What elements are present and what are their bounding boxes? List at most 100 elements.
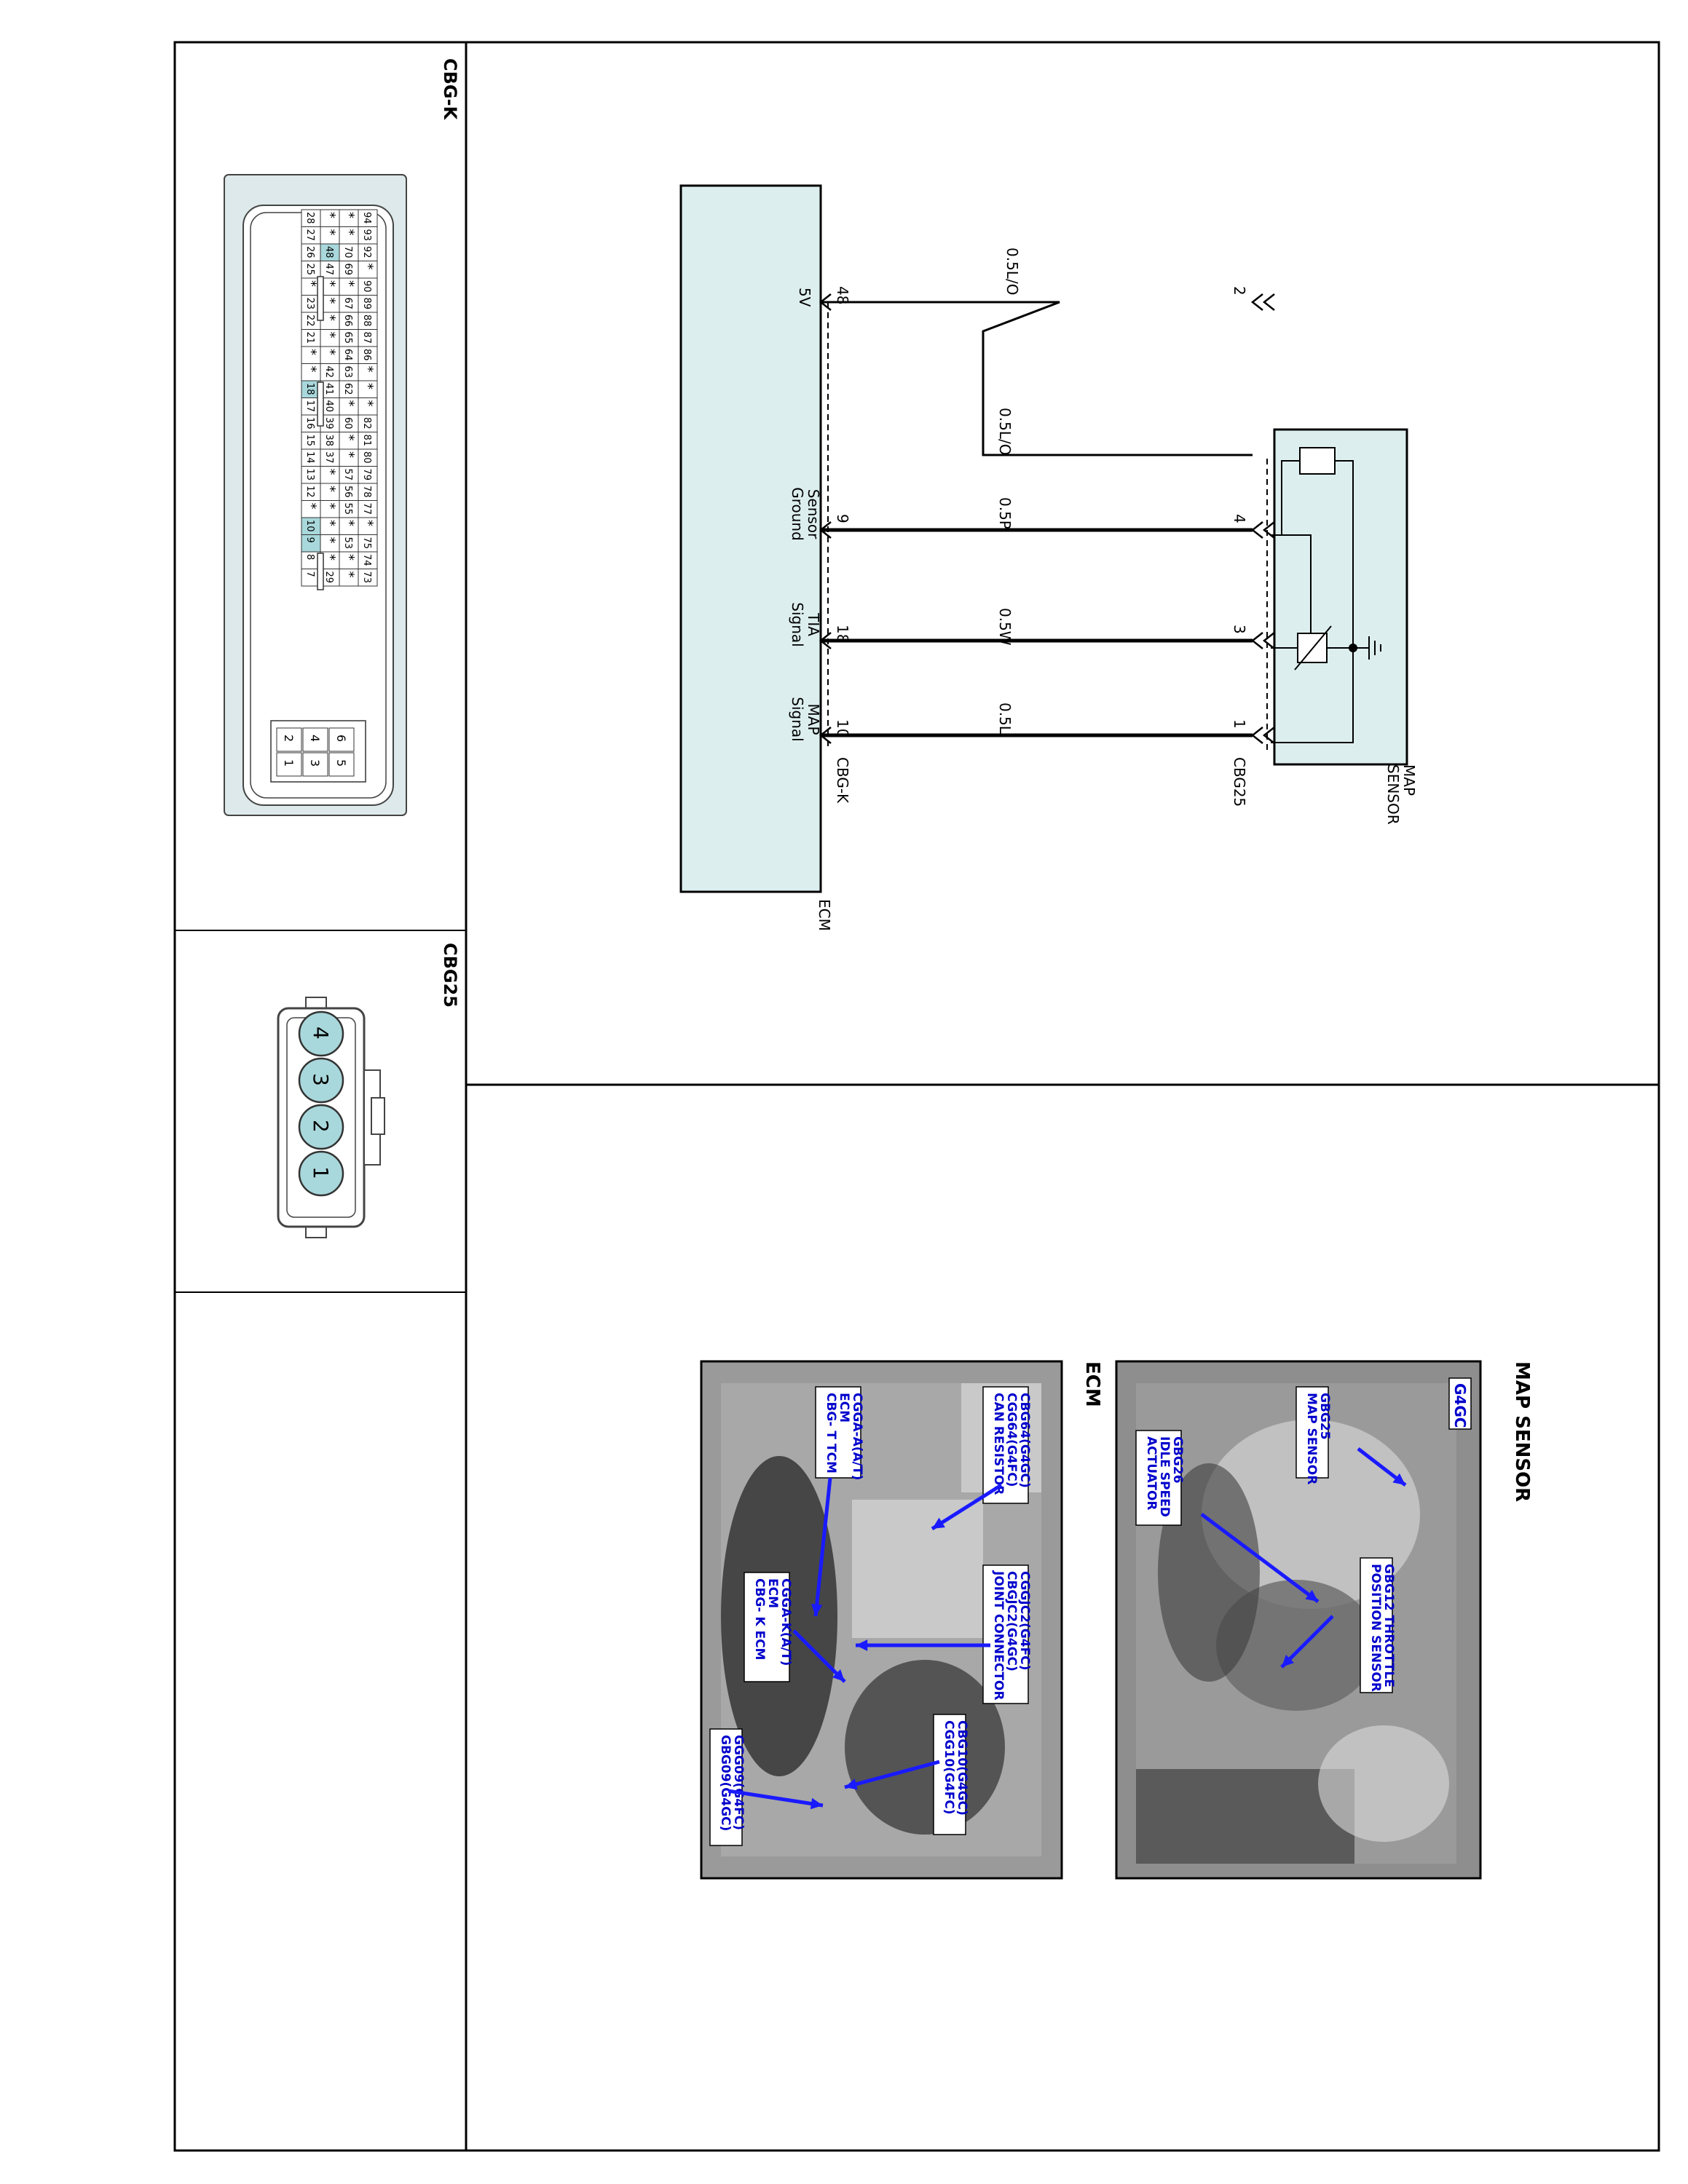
cbgk-pin-label-group: 93 <box>361 229 372 242</box>
map-photo-highlight <box>1318 1725 1449 1842</box>
cbgk-pin-label: 94 <box>361 212 372 224</box>
cbgk-pin-label: * <box>304 349 319 355</box>
callout-text: CGGJC2(G4FC) <box>1017 1571 1032 1670</box>
cbgk-pin-label-group: * <box>323 349 338 355</box>
cbgk-pin-label: * <box>323 229 338 236</box>
cbgk-pin-label-group: 75 <box>361 537 372 550</box>
callout-text: GGG09(G4FC) <box>731 1735 746 1830</box>
ecm-pin-number-group: 9 <box>834 514 851 523</box>
callout-text: CAN RESISTOR <box>991 1393 1006 1495</box>
callout-text-group: CBGJC2(G4GC) <box>1004 1571 1019 1671</box>
wire-color-label-group: 0.5L <box>996 703 1014 735</box>
sensor-internal-wire-b <box>1271 460 1354 743</box>
cbgk-pin-label-group: * <box>323 229 338 236</box>
cbgk-block-label: 2 <box>282 735 296 742</box>
sensor-resistor <box>1299 447 1336 475</box>
cbgk-pin-label: 75 <box>361 537 372 550</box>
cbgk-pin-label: 70 <box>342 246 353 258</box>
arrow-head <box>810 1797 823 1810</box>
cbgk-pin-label: 39 <box>323 417 334 430</box>
sensor-pin-number: 4 <box>1231 514 1248 523</box>
cbgk-block-label: 6 <box>334 735 348 742</box>
callout-text: CBG64(G4GC) <box>1017 1393 1032 1488</box>
cbg25-pin <box>298 1010 344 1057</box>
cbgk-pin-label-group: 25 <box>304 264 315 276</box>
cbgk-pin-label: * <box>323 503 338 510</box>
cbgk-pin-label-group: 82 <box>361 417 372 430</box>
ecm-pin-number-group: 10 <box>834 719 851 737</box>
cbg25-pin <box>298 1057 344 1104</box>
cbgk-pin-label-group: 8 <box>304 554 315 560</box>
callout-text-group: IDLE SPEED <box>1157 1436 1172 1517</box>
callout-text-group: POSITION SENSOR <box>1368 1564 1383 1692</box>
cbgk-pin-label-group: * <box>342 212 357 218</box>
cbgk-pin-label-group: 65 <box>342 332 353 344</box>
arrow-head <box>845 1779 858 1790</box>
cbgk-pin-label: 92 <box>361 246 372 258</box>
cbgk-pin-label-group: 41 <box>323 383 334 395</box>
callout-text: GBG26 <box>1170 1436 1185 1484</box>
ecm-function-label-group: Sensor <box>805 489 822 539</box>
cbgk-pin-label-group: * <box>342 554 357 561</box>
cbgk-pin-label: * <box>360 366 376 373</box>
sensor-pin-number-group: 1 <box>1231 719 1248 729</box>
cbgk-pin-label: 10 <box>304 520 315 532</box>
cbgk-block-label-group: 1 <box>282 759 296 767</box>
cbgk-pin-label: 14 <box>304 451 315 464</box>
callout-text-group: GBG09(G4GC) <box>718 1735 733 1831</box>
cbgk-pin-label: * <box>323 469 338 475</box>
sensor-pin-number: 1 <box>1231 719 1248 729</box>
sensor-pin-marker <box>1250 521 1263 539</box>
sensor-label: MAP <box>1400 764 1418 796</box>
wire-color-label-group: 0.5L/O <box>996 408 1014 455</box>
cbgk-title: CBG-K <box>440 58 460 121</box>
cbgk-pin-label-group: * <box>360 383 376 389</box>
cbgk-pin-label: * <box>342 451 357 458</box>
callout-text-group: JOINT CONNECTOR <box>991 1570 1006 1700</box>
cbg25-latch-lock <box>371 1097 385 1135</box>
cbgk-pin-label: 29 <box>323 571 334 584</box>
cbgk-pin-label: 37 <box>323 451 334 464</box>
arrow-head <box>832 1669 845 1682</box>
cbgk-pin-label-group: * <box>323 314 338 321</box>
callout-text-group: GGG09(G4FC) <box>731 1735 746 1830</box>
cbgk-pin-label: 82 <box>361 417 372 430</box>
sensor-internal-wire-a <box>1281 460 1300 535</box>
cbgk-pin-label: 16 <box>304 417 315 430</box>
cbgk-pin-label: 88 <box>361 314 372 327</box>
cbgk-key-bar <box>317 276 324 321</box>
cbgk-pin-label-group: 73 <box>361 571 372 584</box>
cbgk-block-label-group: 6 <box>334 735 348 742</box>
cbgk-pin-label-group: 67 <box>342 298 353 310</box>
map-photo-title-group: MAP SENSOR <box>1511 1361 1533 1502</box>
cbgk-pin-label: * <box>360 264 376 270</box>
ecm-pin-marker <box>819 727 832 744</box>
cbgk-pin-label-group: 10 <box>304 520 315 532</box>
ecm-function-label: MAP <box>805 704 822 735</box>
cbgk-pin-label-group: * <box>323 212 338 218</box>
sensor-pin-marker <box>1262 293 1275 311</box>
ecm-photo-harness-right <box>845 1660 1005 1835</box>
cbgk-pin-label-group: 66 <box>342 314 353 327</box>
cbgk-pin-label-group: * <box>323 469 338 475</box>
cbgk-pin-label: * <box>304 503 319 510</box>
outer-frame <box>173 41 1660 2152</box>
cbgk-pin-label-group: 94 <box>361 212 372 224</box>
sensor-pin-number-group: 2 <box>1231 286 1248 296</box>
cbgk-pin-label-group: 37 <box>323 451 334 464</box>
callout-text: CBG- K ECM <box>752 1578 767 1660</box>
callout-arrow <box>931 1483 1003 1531</box>
callout-text: MAP SENSOR <box>1304 1393 1319 1484</box>
arrow-head <box>811 1604 823 1616</box>
cbgk-pin-label: 25 <box>304 264 315 276</box>
cbgk-pin-label-group: 12 <box>304 486 315 498</box>
arrow-head <box>1282 1655 1294 1667</box>
cbgk-pin-label: * <box>323 280 338 287</box>
cbgk-block-cell <box>302 752 328 777</box>
ecm-label: ECM <box>816 899 833 931</box>
cbgk-pin-label: 64 <box>342 349 353 361</box>
callout-box <box>709 1728 743 1846</box>
